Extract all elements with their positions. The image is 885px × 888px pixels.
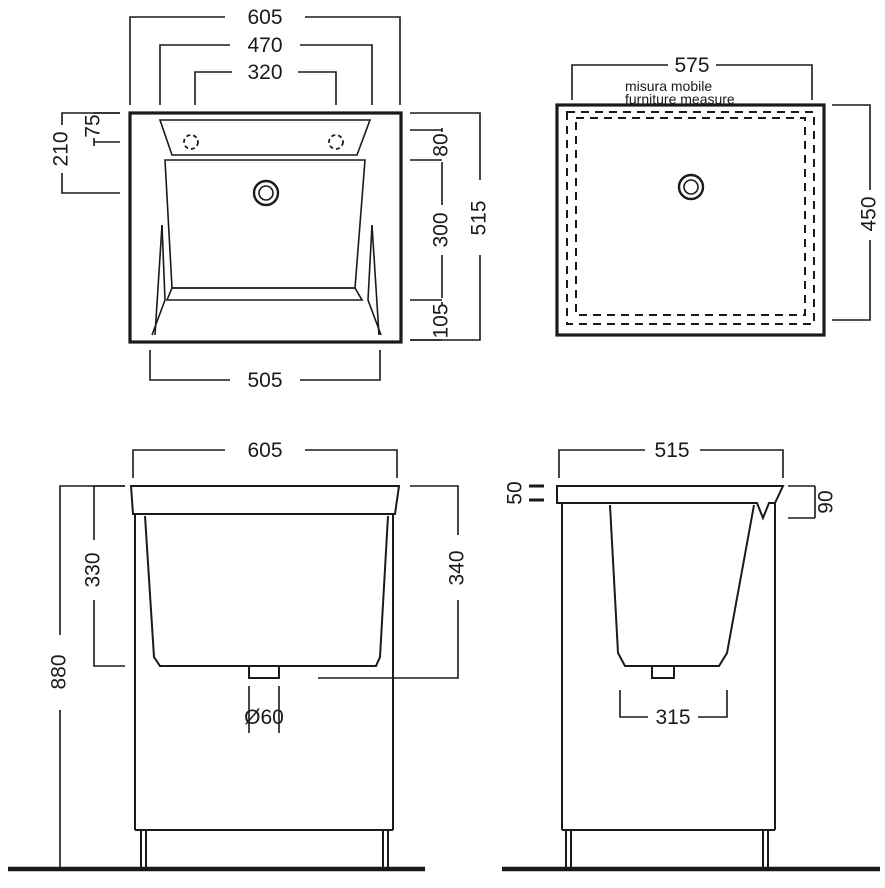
dim-515-top: 515 bbox=[468, 200, 491, 235]
dim-line-315 bbox=[619, 690, 728, 718]
top-view-rib-left-edge bbox=[154, 224, 163, 336]
dim-75: 75 bbox=[82, 114, 105, 137]
furniture-measure-outer bbox=[566, 111, 815, 325]
side-drain-stub bbox=[651, 665, 675, 679]
side-countertop bbox=[556, 485, 785, 521]
dim-505: 505 bbox=[247, 369, 282, 392]
top-view: 605 470 320 210 75 80 300 105 515 505 bbox=[50, 6, 491, 392]
top-view-basin bbox=[164, 159, 366, 289]
dim-90: 90 bbox=[815, 490, 838, 513]
side-cabinet-body bbox=[561, 503, 776, 831]
top-view-back-ledge bbox=[158, 119, 372, 156]
dim-line-90 bbox=[788, 485, 816, 519]
front-countertop bbox=[129, 485, 401, 515]
dim-line-50 bbox=[529, 484, 544, 502]
dim-line-605-top bbox=[129, 16, 401, 105]
dim-line-340 bbox=[318, 485, 459, 679]
dim-drain-diameter: Ø60 bbox=[244, 706, 284, 729]
furniture-note-en: furniture measure bbox=[625, 91, 735, 107]
front-elevation: 605 880 330 340 Ø60 bbox=[8, 439, 469, 872]
dim-450: 450 bbox=[858, 196, 881, 231]
dim-315: 315 bbox=[655, 706, 690, 729]
tap-hole-right bbox=[328, 134, 344, 150]
dim-line-75 bbox=[93, 112, 120, 146]
dim-210: 210 bbox=[50, 131, 73, 166]
cabinet-outline bbox=[555, 103, 826, 337]
dim-320: 320 bbox=[247, 61, 282, 84]
tap-hole-left bbox=[183, 134, 199, 150]
front-drain-stub bbox=[248, 665, 280, 679]
dim-line-515-top bbox=[410, 112, 481, 341]
top-view-rib-right-edge bbox=[371, 224, 380, 336]
dim-line-330 bbox=[93, 485, 125, 667]
furniture-note-it: misura mobile bbox=[625, 78, 712, 94]
top-view-drain-inner bbox=[258, 185, 274, 201]
dim-50: 50 bbox=[504, 481, 527, 504]
dim-line-450 bbox=[832, 104, 871, 321]
front-cabinet-body bbox=[134, 514, 394, 831]
cabinet-drain-icon bbox=[677, 173, 705, 201]
top-view-basin-front bbox=[165, 287, 364, 301]
dim-515-side: 515 bbox=[654, 439, 689, 462]
side-legs bbox=[565, 830, 769, 867]
dim-line-80 bbox=[410, 128, 443, 161]
cabinet-drain-inner bbox=[683, 179, 699, 195]
dim-605-front: 605 bbox=[247, 439, 282, 462]
dim-line-505 bbox=[149, 350, 381, 381]
dim-105: 105 bbox=[430, 303, 453, 338]
dim-line-470 bbox=[159, 44, 373, 105]
side-basin bbox=[609, 504, 755, 667]
dim-470: 470 bbox=[247, 34, 282, 57]
front-basin bbox=[144, 515, 389, 667]
dim-880: 880 bbox=[48, 654, 71, 689]
dim-line-60 bbox=[248, 686, 280, 733]
dim-575: 575 bbox=[674, 54, 709, 77]
top-view-outline bbox=[128, 111, 403, 344]
dim-line-300 bbox=[410, 162, 443, 301]
dim-340: 340 bbox=[446, 550, 469, 585]
dim-80: 80 bbox=[430, 133, 453, 156]
side-elevation: 515 50 90 315 bbox=[502, 439, 880, 872]
front-legs bbox=[140, 830, 389, 867]
furniture-measure-inner bbox=[575, 117, 806, 316]
dim-line-605-front bbox=[132, 449, 398, 478]
dim-330: 330 bbox=[82, 552, 105, 587]
top-view-drain-icon bbox=[252, 179, 280, 207]
dim-300: 300 bbox=[430, 212, 453, 247]
dim-line-515-side bbox=[558, 449, 784, 478]
dim-605-top: 605 bbox=[247, 6, 282, 29]
cabinet-top-view: 575 misura mobile furniture measure 450 bbox=[555, 54, 881, 337]
dim-line-320 bbox=[194, 71, 337, 105]
top-view-rib-right bbox=[367, 224, 382, 336]
dim-line-575 bbox=[571, 64, 813, 100]
